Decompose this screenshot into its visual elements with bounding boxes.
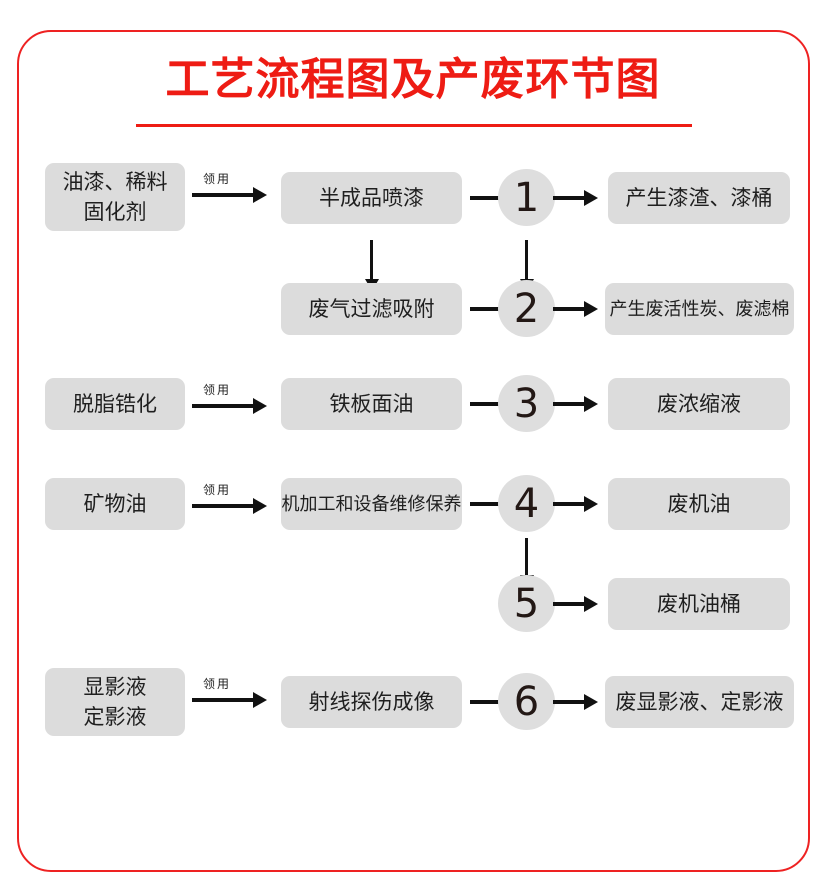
stub-line-row-2 (470, 307, 500, 311)
output-node-row-3[interactable]: 废浓缩液 (608, 378, 790, 430)
title-underline-rule (136, 124, 692, 127)
vertical-arrow-process-1-to-2 (370, 240, 373, 280)
input-node-row-3[interactable]: 脱脂锆化 (45, 378, 185, 430)
requisition-arrow-row-3 (192, 404, 254, 408)
page-title: 工艺流程图及产废环节图 (165, 54, 661, 105)
process-node-row-3[interactable]: 铁板面油 (281, 378, 462, 430)
arrow-label-row-1: 领用 (203, 172, 232, 186)
output-node-row-5[interactable]: 废机油桶 (608, 578, 790, 630)
page-title-container: 工艺流程图及产废环节图 (0, 52, 826, 108)
output-node-row-4[interactable]: 废机油 (608, 478, 790, 530)
stub-line-row-6 (470, 700, 500, 704)
output-arrow-row-5 (553, 602, 585, 606)
output-node-row-1[interactable]: 产生漆渣、漆桶 (608, 172, 790, 224)
arrow-label-row-3: 领用 (203, 383, 232, 397)
waste-node-circle-6[interactable]: 6 (498, 673, 555, 730)
input-node-row-6[interactable]: 显影液 定影液 (45, 668, 185, 736)
arrow-label-row-6: 领用 (203, 677, 232, 691)
process-node-row-1[interactable]: 半成品喷漆 (281, 172, 462, 224)
process-node-row-2[interactable]: 废气过滤吸附 (281, 283, 462, 335)
output-arrow-row-3 (553, 402, 585, 406)
input-node-row-6-line-1: 显影液 (83, 675, 147, 699)
waste-node-circle-5[interactable]: 5 (498, 575, 555, 632)
vertical-arrow-circle-1-to-2 (525, 240, 528, 280)
vertical-arrow-circle-4-to-5 (525, 538, 528, 576)
output-node-row-2[interactable]: 产生废活性炭、废滤棉 (605, 283, 794, 335)
input-node-row-4[interactable]: 矿物油 (45, 478, 185, 530)
input-node-row-1-line-1: 油漆、稀料 (62, 170, 168, 194)
requisition-arrow-row-4 (192, 504, 254, 508)
input-node-row-1-line-2: 固化剂 (83, 200, 147, 224)
requisition-arrow-row-1 (192, 193, 254, 197)
waste-node-circle-1[interactable]: 1 (498, 169, 555, 226)
process-node-row-6[interactable]: 射线探伤成像 (281, 676, 462, 728)
output-node-row-6[interactable]: 废显影液、定影液 (605, 676, 794, 728)
stub-line-row-3 (470, 402, 500, 406)
red-border-frame (17, 30, 810, 872)
output-arrow-row-2 (553, 307, 585, 311)
output-arrow-row-1 (553, 196, 585, 200)
stub-line-row-4 (470, 502, 500, 506)
output-arrow-row-4 (553, 502, 585, 506)
stub-line-row-1 (470, 196, 500, 200)
output-arrow-row-6 (553, 700, 585, 704)
requisition-arrow-row-6 (192, 698, 254, 702)
waste-node-circle-3[interactable]: 3 (498, 375, 555, 432)
waste-node-circle-4[interactable]: 4 (498, 475, 555, 532)
input-node-row-1[interactable]: 油漆、稀料 固化剂 (45, 163, 185, 231)
process-node-row-4[interactable]: 机加工和设备维修保养 (281, 478, 462, 530)
input-node-row-6-line-2: 定影液 (83, 705, 147, 729)
arrow-label-row-4: 领用 (203, 483, 232, 497)
waste-node-circle-2[interactable]: 2 (498, 280, 555, 337)
